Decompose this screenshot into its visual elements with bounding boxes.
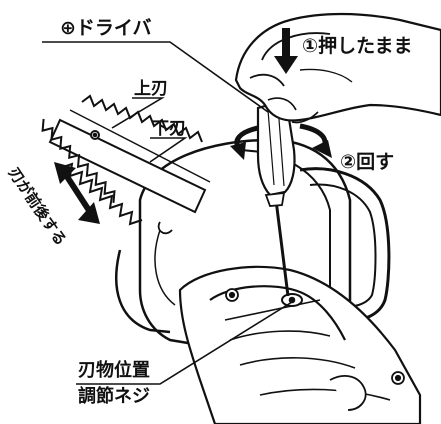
blade-assembly <box>41 94 211 235</box>
gear-housing <box>178 265 422 424</box>
hand <box>234 12 441 124</box>
lower-blade-teeth <box>41 118 116 203</box>
label-screwdriver: ⊕ドライバ <box>60 17 152 39</box>
rotate-right-arrow-icon <box>299 123 332 158</box>
upper-blade-teeth <box>81 94 203 143</box>
push-down-arrow-icon <box>274 28 298 74</box>
leader-lines <box>42 41 293 385</box>
screwdriver <box>256 98 296 297</box>
label-lower-blade: 下刃 <box>152 119 186 139</box>
label-step2-rotate: ②回す <box>340 151 394 173</box>
label-step1-push: ①押したまま <box>302 34 413 57</box>
label-upper-blade: 上刃 <box>134 79 168 99</box>
label-adjust-screw-line2: 調節ネジ <box>78 385 150 407</box>
double-headed-arrow-icon <box>54 162 100 224</box>
rotate-left-arrow-icon <box>230 125 259 160</box>
label-adjust-screw-line1: 刃物位置 <box>78 359 150 381</box>
